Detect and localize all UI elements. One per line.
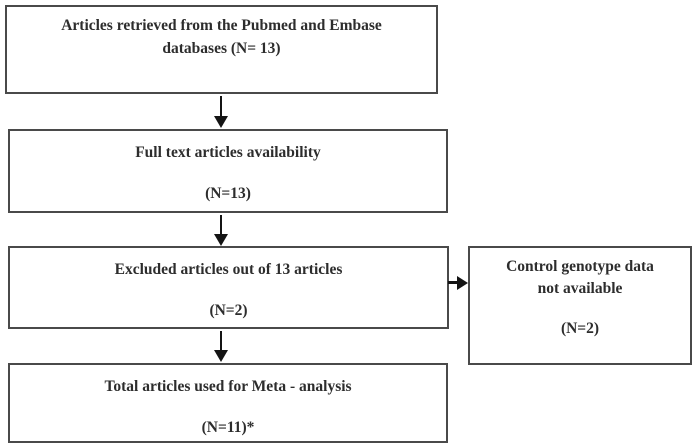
- box-articles-retrieved: Articles retrieved from the Pubmed and E…: [5, 5, 438, 94]
- arrow-head-down-icon: [214, 234, 228, 246]
- box-excluded-count: (N=2): [209, 302, 248, 319]
- arrow-head-down-icon: [214, 350, 228, 362]
- arrow-down-retrieved-to-fulltext: [214, 96, 228, 128]
- box-control-genotype: Control genotype data not available (N=2…: [468, 246, 692, 365]
- box-excluded-articles: Excluded articles out of 13 articles (N=…: [8, 246, 449, 329]
- box-fulltext-title: Full text articles availability: [135, 144, 321, 161]
- arrow-head-down-icon: [214, 116, 228, 128]
- arrow-shaft: [220, 96, 222, 117]
- box-control-line2: not available: [537, 280, 623, 297]
- box-total-count: (N=11)*: [201, 419, 255, 436]
- box-fulltext-availability: Full text articles availability (N=13): [8, 129, 448, 213]
- arrow-right-excluded-to-control: [448, 276, 468, 290]
- box-excluded-title: Excluded articles out of 13 articles: [114, 261, 343, 278]
- box-control-line1: Control genotype data: [506, 258, 654, 275]
- arrow-shaft: [220, 331, 222, 351]
- arrow-shaft: [220, 215, 222, 235]
- arrow-shaft: [448, 281, 458, 284]
- arrow-head-right-icon: [457, 276, 468, 290]
- arrow-down-fulltext-to-excluded: [214, 215, 228, 246]
- box-total-meta-analysis: Total articles used for Meta - analysis …: [8, 363, 448, 443]
- box-articles-retrieved-line2: databases (N= 13): [162, 40, 281, 57]
- box-control-count: (N=2): [560, 320, 600, 337]
- box-total-title: Total articles used for Meta - analysis: [104, 378, 352, 395]
- arrow-down-excluded-to-total: [214, 331, 228, 362]
- box-fulltext-count: (N=13): [205, 185, 251, 202]
- box-articles-retrieved-line1: Articles retrieved from the Pubmed and E…: [61, 17, 382, 34]
